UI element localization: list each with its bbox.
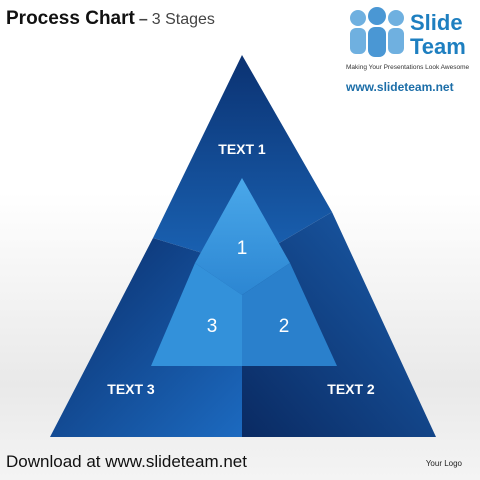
slideteam-logo: Slide Team Making Your Presentations Loo… xyxy=(344,6,474,96)
page-title: Process Chart–3 Stages xyxy=(6,8,215,30)
stage-number-3: 3 xyxy=(207,316,218,337)
outer-label-text-3: TEXT 3 xyxy=(107,381,155,397)
brand-url[interactable]: www.slideteam.net xyxy=(346,80,454,94)
title-main: Process Chart xyxy=(6,8,135,29)
inner-section-1 xyxy=(195,178,290,295)
brand-tagline: Making Your Presentations Look Awesome xyxy=(346,64,470,71)
title-dash: – xyxy=(138,11,148,28)
inner-section-2 xyxy=(242,263,337,366)
logo-placeholder: Your Logo xyxy=(425,459,462,468)
outer-label-text-2: TEXT 2 xyxy=(327,381,375,397)
people-icon xyxy=(350,7,404,57)
inner-section-3 xyxy=(151,263,242,366)
download-text: Download at www.slideteam.net xyxy=(6,452,247,471)
stage-number-1: 1 xyxy=(237,238,248,259)
outer-section-top xyxy=(153,55,332,265)
stage-number-2: 2 xyxy=(279,316,290,337)
outer-label-text-1: TEXT 1 xyxy=(218,141,266,157)
brand-name-line1: Slide xyxy=(410,10,463,35)
brand-name-line2: Team xyxy=(410,34,466,59)
title-subtitle: 3 Stages xyxy=(151,11,215,28)
